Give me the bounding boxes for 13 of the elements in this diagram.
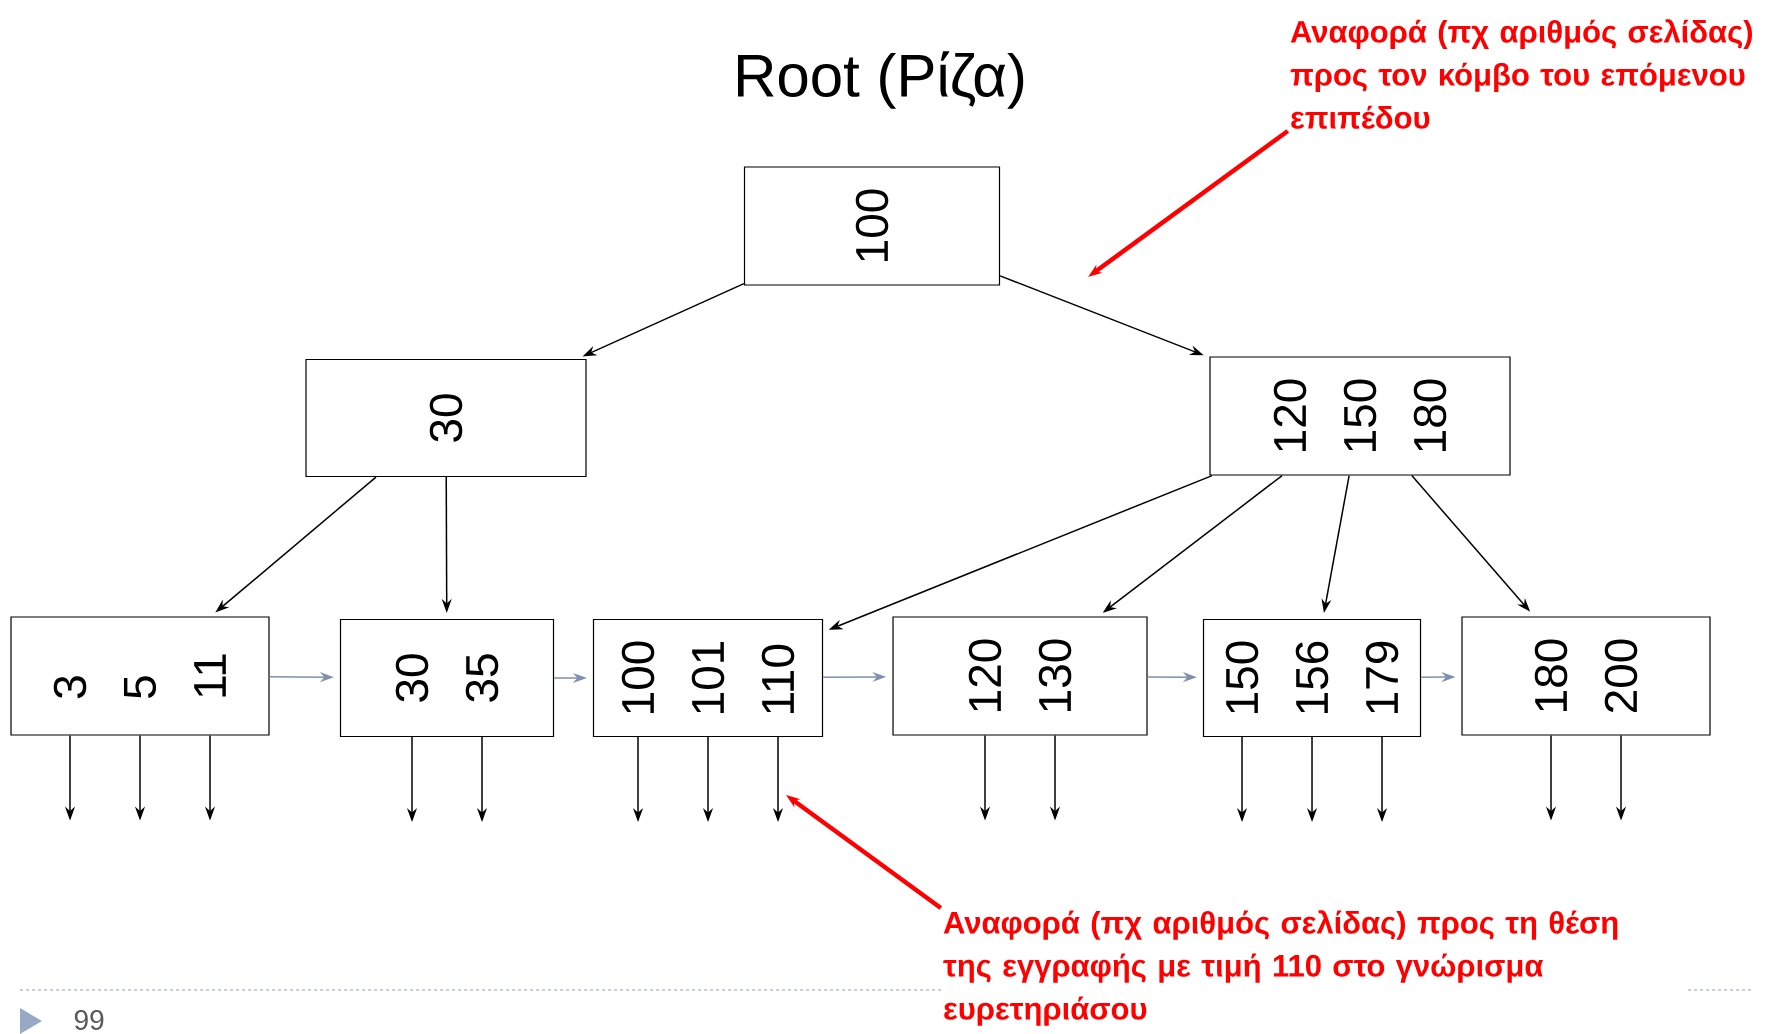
- tree-node-box: 150 156 179: [1202, 618, 1422, 738]
- annotation-text: Αναφορά (πχ αριθμός σελίδας) προς τη θέση της εγγραφής με τιμή 110 στο γνώρισμα ευρετηριάσου: [941, 908, 1685, 1028]
- tree-node-box: 100: [743, 166, 1001, 286]
- tree-node-box: 30 35: [339, 618, 555, 738]
- tree-node-box: 120 150 180: [1209, 356, 1511, 476]
- annotation-text: Αναφορά (πχ αριθμός σελίδας) προς τον κόμβο του επόμενου επιπέδου: [1288, 17, 1762, 131]
- page-number: 99: [74, 1010, 104, 1030]
- tree-node-box: 100 101 110: [592, 618, 824, 738]
- title: Root (Ρίζα): [738, 51, 1024, 109]
- tree-node-box: 30: [305, 358, 587, 478]
- tree-node-box: 180 200: [1461, 616, 1711, 736]
- tree-node-box: 120 130: [892, 616, 1148, 736]
- tree-node-box: 3 5 11: [10, 616, 270, 736]
